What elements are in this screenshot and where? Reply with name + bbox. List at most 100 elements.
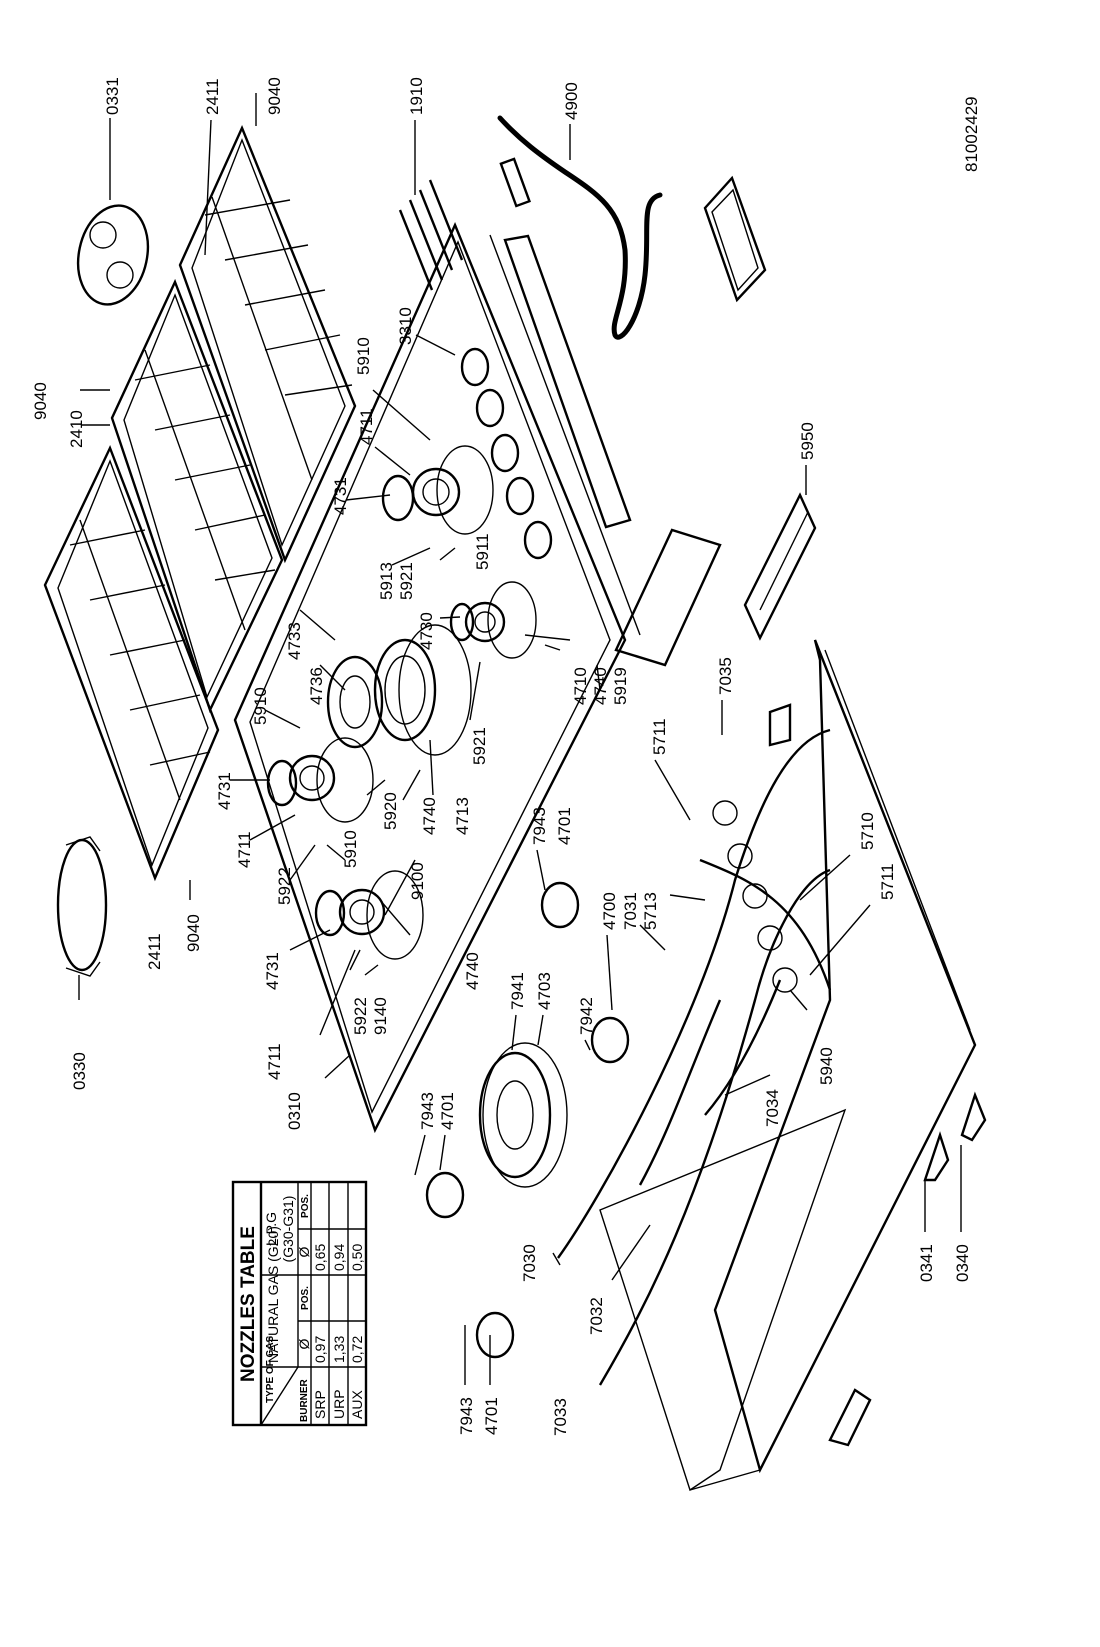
nozzles-table-title: NOZZLES TABLE	[238, 1226, 259, 1382]
part-label-7034: 7034	[763, 1089, 782, 1127]
line-art	[43, 115, 987, 1492]
part-label-9040-bottom: 9040	[184, 914, 203, 952]
burners	[266, 445, 537, 960]
control-strip	[503, 234, 632, 529]
part-label-5710: 5710	[858, 812, 877, 850]
part-label-7032: 7032	[587, 1297, 606, 1335]
part-label-4700: 4700	[600, 892, 619, 930]
row-urp-ng: 1,33	[331, 1336, 347, 1363]
part-label-5910-mid: 5910	[251, 687, 270, 725]
drawing-number: 81002429	[962, 96, 981, 172]
part-label-2411-bottom: 2411	[145, 933, 164, 970]
part-label-9140: 9140	[371, 997, 390, 1035]
clips	[768, 703, 987, 1447]
part-label-7941: 7941	[508, 972, 527, 1010]
electrodes-1910	[398, 179, 464, 291]
part-label-4733: 4733	[285, 622, 304, 660]
part-label-4701-low: 4701	[482, 1397, 501, 1435]
part-label-7943-mid: 7943	[418, 1092, 437, 1130]
part-label-9040-mid: 9040	[31, 382, 50, 420]
wok-burner-7941	[478, 1042, 568, 1188]
nozzles-table: NOZZLES TABLE TYPE OF GAS BURNER NATURAL…	[231, 1180, 368, 1427]
part-label-4713: 4713	[453, 797, 472, 835]
diam-header-lpg: Ø	[296, 1246, 312, 1257]
ignition-module-5950	[743, 492, 817, 641]
power-cord-4900	[497, 115, 663, 340]
part-label-4731-low: 4731	[263, 952, 282, 990]
part-label-7943-low: 7943	[457, 1397, 476, 1435]
part-label-7942: 7942	[577, 997, 596, 1035]
row-urp-lpg: 0,94	[331, 1244, 347, 1271]
part-label-7033: 7033	[551, 1398, 570, 1436]
natural-gas-header: NATURAL GAS (G20)	[265, 1226, 281, 1363]
part-label-5922-top: 5922	[275, 867, 294, 905]
pan-support-2411-bottom	[43, 444, 220, 882]
part-label-4711-mid: 4711	[235, 831, 254, 868]
pan-support-2410	[110, 278, 284, 714]
diam-header-ng: Ø	[296, 1338, 312, 1349]
part-label-4730: 4730	[417, 612, 436, 650]
part-label-7031: 7031	[621, 892, 640, 930]
part-label-5940: 5940	[817, 1047, 836, 1085]
cover-bracket	[614, 528, 722, 667]
wok-ring-0330	[56, 836, 108, 977]
part-label-7030: 7030	[520, 1244, 539, 1282]
part-label-4740-mid: 4740	[420, 797, 439, 835]
oval-plate-0331	[76, 204, 150, 306]
part-label-5711-low: 5711	[878, 863, 897, 900]
leader-lines	[78, 93, 962, 1385]
part-label-4731-mid: 4731	[215, 772, 234, 810]
part-label-0330: 0330	[70, 1052, 89, 1090]
part-label-5913: 5913	[377, 562, 396, 600]
row-srp-burner: SRP	[312, 1390, 328, 1419]
part-label-5711-top: 5711	[650, 718, 669, 755]
burner-header: BURNER	[299, 1378, 310, 1422]
lpg-codes-header: (G30-G31)	[280, 1196, 296, 1263]
part-label-3310: 3310	[396, 307, 415, 345]
part-label-5950: 5950	[798, 422, 817, 460]
terminal-box	[703, 175, 767, 303]
pos-header-lpg: POS.	[300, 1194, 311, 1218]
pan-support-2411-top	[178, 124, 357, 564]
part-label-9040-top: 9040	[265, 77, 284, 115]
part-label-4900: 4900	[562, 82, 581, 120]
row-aux-ng: 0,72	[349, 1336, 365, 1363]
part-label-4740-low: 4740	[463, 952, 482, 990]
row-aux-burner: AUX	[349, 1390, 365, 1419]
part-label-4740-right: 4740	[591, 667, 610, 705]
row-srp-ng: 0,97	[312, 1336, 328, 1363]
type-of-gas-header: TYPE OF GAS	[265, 1335, 276, 1403]
part-label-0340: 0340	[953, 1244, 972, 1282]
part-label-5921-top: 5921	[397, 562, 416, 600]
base-frame	[599, 639, 977, 1492]
part-label-5922-low: 5922	[351, 997, 370, 1035]
part-label-5921-low: 5921	[470, 727, 489, 765]
part-label-1910: 1910	[407, 77, 426, 115]
part-label-0341: 0341	[917, 1244, 936, 1282]
row-urp-burner: URP	[331, 1389, 347, 1419]
lpg-header: L.P.G	[263, 1212, 279, 1246]
part-label-2410: 2410	[67, 410, 86, 448]
part-label-5919: 5919	[611, 667, 630, 705]
part-label-0331: 0331	[103, 77, 122, 115]
part-label-7035: 7035	[716, 657, 735, 695]
part-label-4710: 4710	[571, 667, 590, 705]
part-label-5910-low: 5910	[341, 830, 360, 868]
part-label-4703: 4703	[535, 972, 554, 1010]
part-label-4711-top: 4711	[357, 408, 376, 445]
row-aux-lpg: 0,50	[349, 1244, 365, 1271]
row-srp-lpg: 0,65	[312, 1244, 328, 1271]
knobs-3310	[460, 347, 553, 560]
part-label-2411-top: 2411	[203, 78, 222, 115]
part-label-5910-top: 5910	[354, 337, 373, 375]
part-label-4701-top: 4701	[555, 807, 574, 845]
pos-header-ng: POS.	[300, 1286, 311, 1310]
part-label-9100: 9100	[408, 862, 427, 900]
part-label-5713: 5713	[641, 892, 660, 930]
gas-taps	[712, 800, 798, 993]
hob-top-plate-0310	[233, 221, 641, 1134]
part-label-4731-top: 4731	[331, 477, 350, 515]
part-label-4711-low: 4711	[265, 1043, 284, 1080]
